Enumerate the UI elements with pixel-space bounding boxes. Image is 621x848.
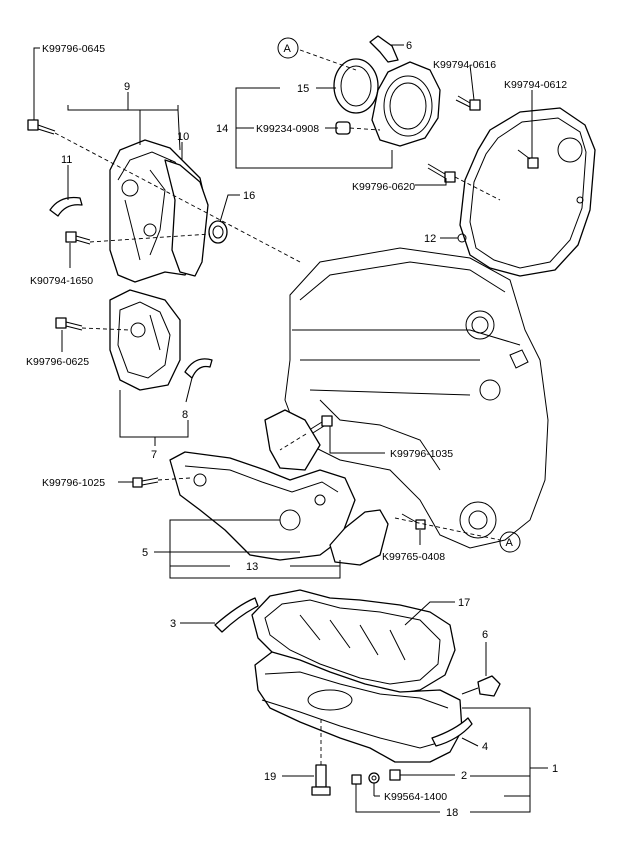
- front-housing-5: [169, 409, 356, 561]
- callout-13: 13: [246, 561, 258, 573]
- plug-18: [351, 774, 362, 785]
- callout-3: 3: [170, 618, 176, 630]
- part-number-1650: K90794-1650: [30, 275, 93, 287]
- reference-a-bottom-label: A: [506, 537, 514, 549]
- callout-9: 9: [124, 81, 130, 93]
- callout-1: 1: [552, 763, 558, 775]
- bolt-0616: [455, 95, 481, 111]
- part-number-0625: K99796-0625: [26, 356, 89, 368]
- reference-a-top-label: A: [284, 43, 292, 55]
- bolt-1025: [132, 477, 159, 488]
- callout-6-bottom: 6: [482, 629, 488, 641]
- callout-18: 18: [446, 807, 458, 819]
- callout-5: 5: [142, 547, 148, 559]
- oil-level-sensor-6: [461, 675, 501, 697]
- part-number-0645: K99796-0645: [42, 43, 105, 55]
- timing-cover-gasket: [164, 159, 209, 277]
- oil-seal-16: [208, 220, 228, 244]
- dowel-pin-0908: [335, 121, 351, 135]
- drain-plug-bolt-19: [311, 764, 331, 796]
- oil-seal-housing: [369, 35, 441, 147]
- part-number-1400: K99564-1400: [384, 791, 447, 803]
- part-number-0408: K99765-0408: [382, 551, 445, 563]
- part-number-0620: K99796-0620: [352, 181, 415, 193]
- callout-11: 11: [61, 154, 72, 166]
- end-plate-13: [329, 509, 389, 566]
- drain-plug-2: [389, 769, 410, 781]
- oil-seal-ring-15: [333, 58, 379, 114]
- callout-12: 12: [424, 233, 436, 245]
- bolt-1650: [65, 231, 91, 245]
- callout-6-top: 6: [406, 40, 412, 52]
- semicircular-seal-4: [431, 717, 473, 747]
- bolt-0408: [401, 513, 426, 530]
- bolt-0645: [27, 119, 56, 135]
- bolt-0612: [517, 149, 539, 169]
- callout-14: 14: [216, 123, 228, 135]
- semicircular-seal-3: [214, 597, 259, 633]
- alignment-lines: [54, 49, 501, 765]
- gasket-1400: [368, 772, 380, 784]
- callout-4: 4: [482, 741, 488, 753]
- callout-15: 15: [297, 83, 309, 95]
- part-number-1035: K99796-1035: [390, 448, 453, 460]
- part-number-0616: K99794-0616: [433, 59, 496, 71]
- lower-timing-cover: [109, 289, 181, 391]
- bolt-0620: [427, 163, 456, 183]
- callout-2: 2: [461, 770, 467, 782]
- semicircular-seal-11: [49, 196, 83, 217]
- part-number-0908: K99234-0908: [256, 123, 319, 135]
- part-number-1025: K99796-1025: [42, 477, 105, 489]
- callout-17: 17: [458, 597, 470, 609]
- rear-end-plate: [457, 107, 596, 277]
- oil-pan: [254, 651, 463, 763]
- reference-a-top: A: [277, 37, 299, 59]
- semicircular-seal-8: [184, 358, 213, 379]
- callout-7: 7: [151, 449, 157, 461]
- leader-lines: [33, 44, 548, 813]
- callout-10: 10: [177, 131, 189, 143]
- reference-a-bottom: A: [499, 531, 521, 553]
- bolt-0625: [55, 317, 83, 331]
- callout-8: 8: [182, 409, 188, 421]
- callout-16: 16: [243, 190, 255, 202]
- part-number-0612: K99794-0612: [504, 79, 567, 91]
- callout-19: 19: [264, 771, 276, 783]
